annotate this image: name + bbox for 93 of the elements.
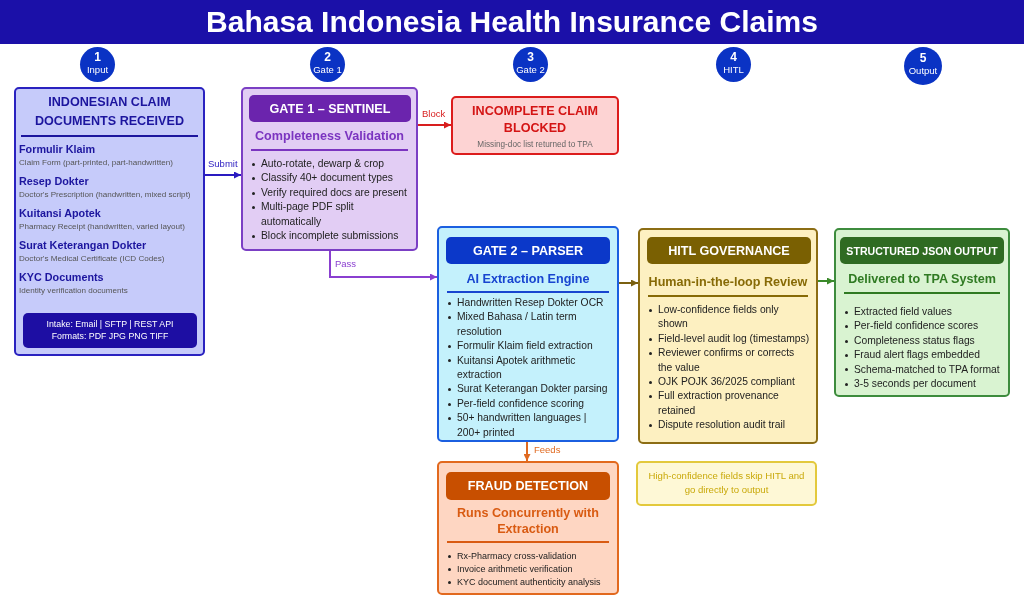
step-circle xyxy=(310,47,345,82)
document-description: Identity verification documents xyxy=(19,285,129,297)
document-type: Surat Keterangan Dokter xyxy=(19,238,148,253)
edge-label: Feeds xyxy=(533,444,562,456)
list-item: Multi-page PDF split automatically xyxy=(249,200,410,230)
step-label: HITL xyxy=(722,64,745,76)
document-type: KYC Documents xyxy=(19,270,105,285)
stage-title: FRAUD DETECTION xyxy=(467,479,589,493)
stage-title: GATE 2 – PARSER xyxy=(472,243,584,258)
document-description: Doctor's Prescription (handwritten, mixed script) xyxy=(19,189,192,201)
list-item: Block incomplete submissions xyxy=(249,229,410,244)
list-item: Surat Keterangan Dokter parsing xyxy=(445,382,611,397)
edge-label: Submit xyxy=(207,158,239,170)
list-item: 50+ handwritten languages | 200+ printed xyxy=(445,411,611,441)
list-item: Reviewer confirms or corrects the value xyxy=(646,346,810,376)
list-item: Field-level audit log (timestamps) xyxy=(646,331,810,347)
list-item: Per-field confidence scores xyxy=(842,319,1002,334)
arrow xyxy=(817,277,835,285)
stage-panel xyxy=(638,228,818,444)
document-description: Claim Form (part-printed, part-handwritten) xyxy=(19,157,174,169)
stage-panel xyxy=(437,461,619,595)
stage-header xyxy=(446,472,610,500)
edge-label: Pass xyxy=(334,258,358,270)
step-number: 1 xyxy=(93,50,102,64)
edge-label: Block xyxy=(421,108,447,120)
list-item: Mixed Bahasa / Latin term resolution xyxy=(445,310,611,340)
list-item: Formulir Klaim field extraction xyxy=(445,339,611,354)
stage-panel xyxy=(241,87,418,251)
list-item: Completeness status flags xyxy=(842,333,1002,349)
alert-box xyxy=(451,96,619,155)
step-number: 3 xyxy=(526,50,535,64)
stage-title: GATE 1 – SENTINEL xyxy=(269,101,391,116)
stage-title: HITL GOVERNANCE xyxy=(668,243,790,258)
stage-subtitle: Runs Concurrently with Extraction xyxy=(455,505,600,537)
step-circle xyxy=(716,47,751,82)
arrow xyxy=(204,171,242,179)
list-item: Full extraction provenance retained xyxy=(646,389,810,419)
document-description: Pharmacy Receipt (handwritten, varied layout) xyxy=(19,221,186,233)
intake-text: Formats: PDF JPG PNG TIFF xyxy=(50,330,170,342)
note-text: High-confidence fields skip HITL and go directly to output xyxy=(647,469,806,497)
stage-subtitle: Completeness Validation xyxy=(253,128,406,145)
stage-header xyxy=(647,237,811,264)
stage-subtitle: Human-in-the-loop Review xyxy=(647,274,809,291)
stage-subtitle: AI Extraction Engine xyxy=(465,271,591,288)
intake-panel xyxy=(23,313,197,348)
arrow xyxy=(618,279,639,287)
step-circle xyxy=(80,47,115,82)
step-circle xyxy=(904,47,942,85)
step-label: Gate 2 xyxy=(515,64,546,76)
stage-header xyxy=(446,237,610,264)
alert-heading: INCOMPLETE CLAIM BLOCKED xyxy=(471,103,599,136)
list-item: OJK POJK 36/2025 compliant xyxy=(646,375,810,390)
list-item: Dispute resolution audit trail xyxy=(646,418,810,433)
intake-text: Intake: Email | SFTP | REST API xyxy=(45,318,175,330)
list-item: Extracted field values xyxy=(842,305,1002,320)
document-type: Formulir Klaim xyxy=(19,142,97,157)
list-item: Low-confidence fields only shown xyxy=(646,303,810,332)
list-item: Schema-matched to TPA format xyxy=(842,362,1002,378)
document-description: Doctor's Medical Certificate (ICD Codes) xyxy=(19,253,166,265)
list-item: Auto-rotate, dewarp & crop xyxy=(249,157,410,172)
list-item: Fraud alert flags embedded xyxy=(842,348,1002,363)
stage-header xyxy=(249,95,411,122)
list-item: Invoice arithmetic verification xyxy=(445,563,611,576)
list-item: Rx-Pharmacy cross-validation xyxy=(445,550,611,563)
list-item: KYC document authenticity analysis xyxy=(445,576,611,589)
list-item: Verify required docs are present xyxy=(249,185,410,201)
panel-heading: INDONESIAN CLAIM DOCUMENTS RECEIVED xyxy=(33,94,185,130)
note-box xyxy=(636,461,817,506)
stage-header xyxy=(840,237,1004,264)
step-number: 5 xyxy=(918,51,928,65)
step-label: Output xyxy=(907,65,939,77)
step-label: Input xyxy=(85,64,110,76)
stage-panel xyxy=(834,228,1010,397)
step-number: 4 xyxy=(729,50,738,64)
stage-panel xyxy=(437,226,619,442)
list-item: Classify 40+ document types xyxy=(249,171,410,186)
stage-title: STRUCTURED JSON OUTPUT xyxy=(846,244,998,257)
arrow xyxy=(523,441,531,462)
step-number: 2 xyxy=(323,50,332,64)
arrow xyxy=(329,250,438,281)
stage-subtitle: Delivered to TPA System xyxy=(847,271,997,288)
document-type: Kuitansi Apotek xyxy=(19,206,102,221)
document-type: Resep Dokter xyxy=(19,174,90,189)
step-circle xyxy=(513,47,548,82)
list-item: Kuitansi Apotek arithmetic extraction xyxy=(445,353,611,383)
step-label: Gate 1 xyxy=(312,64,343,76)
arrow xyxy=(417,121,452,129)
list-item: Per-field confidence scoring xyxy=(445,396,611,412)
input-panel xyxy=(14,87,205,356)
list-item: 3-5 seconds per document xyxy=(842,377,1002,392)
list-item: Handwritten Resep Dokter OCR xyxy=(445,296,611,311)
alert-description: Missing-doc list returned to TPA xyxy=(476,139,594,150)
diagram-title: Bahasa Indonesia Health Insurance Claims xyxy=(0,0,1024,44)
